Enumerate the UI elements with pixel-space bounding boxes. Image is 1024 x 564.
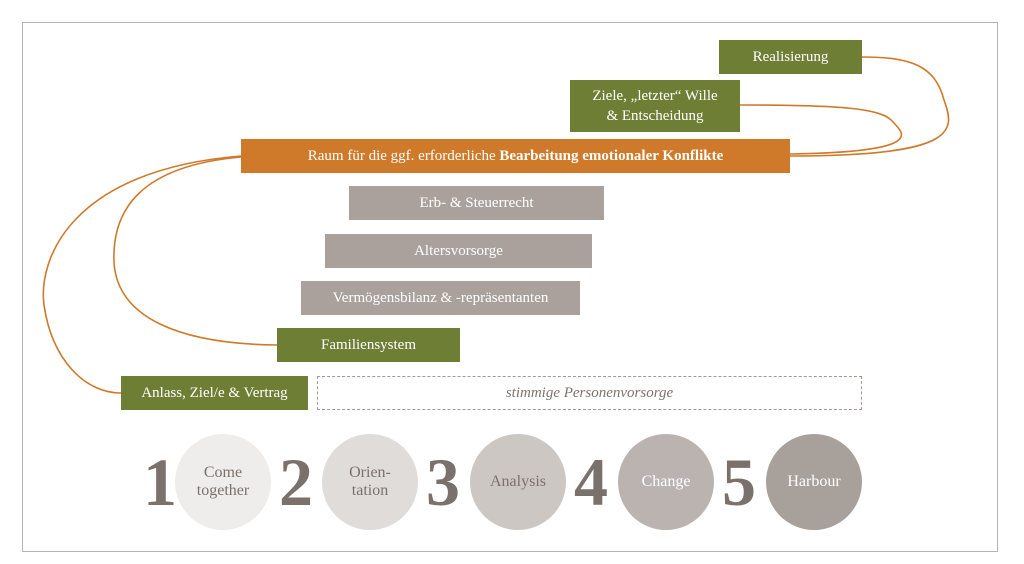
phase-5-circle: Harbour — [766, 434, 862, 530]
vermoegensbilanz-label: Vermögensbilanz & -repräsentanten — [332, 290, 549, 306]
phase-2-circle: Orien-tation — [322, 434, 418, 530]
stimmige-personenvorsorge-label: stimmige Personenvorsorge — [505, 385, 674, 401]
phase-1-number: 1 — [143, 444, 177, 520]
raum-box: Raum für die ggf. erforderliche Bearbeit… — [241, 139, 790, 173]
anlass-box: Anlass, Ziel/e & Vertrag — [121, 376, 308, 410]
phase-1-label-line2: together — [196, 482, 250, 499]
familiensystem-label: Familiensystem — [321, 337, 416, 353]
phase-3-label: Analysis — [490, 473, 546, 490]
realisierung-label: Realisierung — [752, 49, 829, 65]
phase-2-label-line1: Orien- — [349, 464, 391, 481]
phase-5-number: 5 — [722, 444, 756, 520]
ziele-label-line1: Ziele, „letzter“ Wille — [592, 88, 718, 104]
connector-anlass — [42, 155, 242, 394]
raum-label-bold: Bearbeitung emotionaler Konflikte — [499, 148, 724, 164]
altersvorsorge-label: Altersvorsorge — [414, 243, 503, 259]
altersvorsorge-box: Altersvorsorge — [325, 234, 592, 268]
vermoegensbilanz-box: Vermögensbilanz & -repräsentanten — [301, 281, 580, 315]
connector-familie — [113, 156, 278, 346]
raum-label-prefix: Raum für die ggf. erforderliche — [307, 148, 500, 164]
ziele-box: Ziele, „letzter“ Wille & Entscheidung — [570, 80, 740, 132]
realisierung-box: Realisierung — [719, 40, 862, 74]
phase-4-label: Change — [641, 473, 691, 490]
familiensystem-box: Familiensystem — [277, 328, 460, 362]
phase-1-label-line1: Come — [203, 464, 243, 481]
erb-steuerrecht-box: Erb- & Steuerrecht — [349, 186, 604, 220]
anlass-label: Anlass, Ziel/e & Vertrag — [141, 385, 288, 401]
phase-3-circle: Analysis — [470, 434, 566, 530]
ziele-label-line2: & Entscheidung — [606, 108, 704, 124]
phase-2-number: 2 — [279, 444, 313, 520]
connector-ziele — [739, 104, 903, 155]
phase-2-label-line2: tation — [351, 482, 389, 499]
phase-3-number: 3 — [426, 444, 460, 520]
erb-steuerrecht-label: Erb- & Steuerrecht — [419, 195, 534, 211]
stimmige-personenvorsorge-box: stimmige Personenvorsorge — [317, 376, 862, 410]
phase-4-number: 4 — [574, 444, 608, 520]
connector-realisierung — [789, 56, 950, 157]
phase-4-circle: Change — [618, 434, 714, 530]
phase-5-label: Harbour — [787, 473, 841, 490]
diagram-frame — [22, 22, 998, 552]
